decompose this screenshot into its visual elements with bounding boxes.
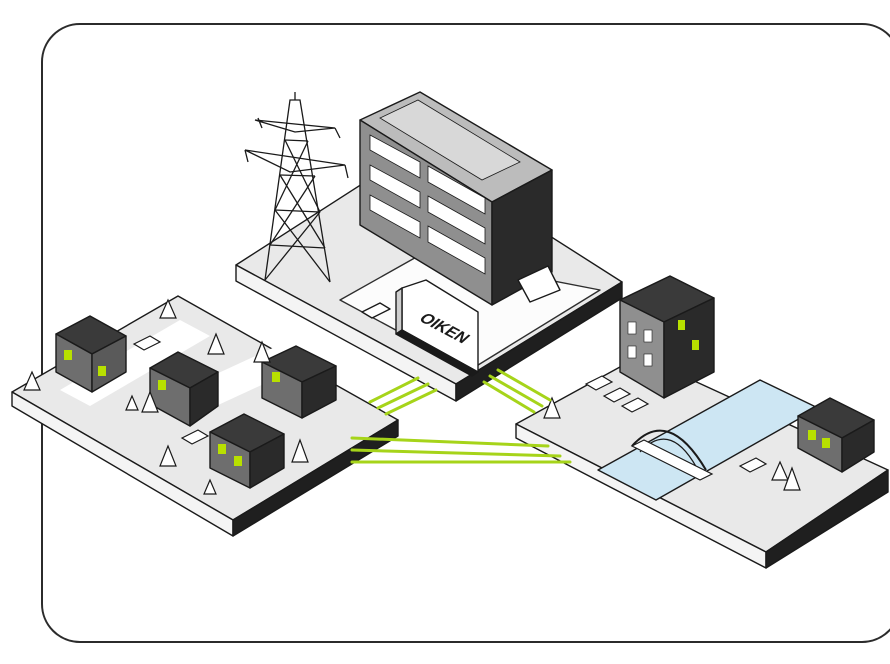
frame-border xyxy=(41,23,890,643)
office-building xyxy=(359,91,561,306)
bridge xyxy=(630,429,714,481)
cars-right xyxy=(584,375,768,473)
house-4 xyxy=(209,413,285,489)
cars-left xyxy=(132,335,210,445)
house-right xyxy=(797,397,875,473)
house-2 xyxy=(149,351,219,427)
power-lines xyxy=(350,368,572,464)
house-1 xyxy=(55,315,127,393)
house-3 xyxy=(261,345,337,419)
right-platform xyxy=(515,355,889,569)
transmission-tower xyxy=(244,92,349,283)
trees-right xyxy=(543,396,801,491)
oiken-sign: OIKEN xyxy=(395,279,479,377)
trees-left xyxy=(23,298,309,495)
apartment-building xyxy=(619,275,715,399)
car-central xyxy=(361,302,391,319)
